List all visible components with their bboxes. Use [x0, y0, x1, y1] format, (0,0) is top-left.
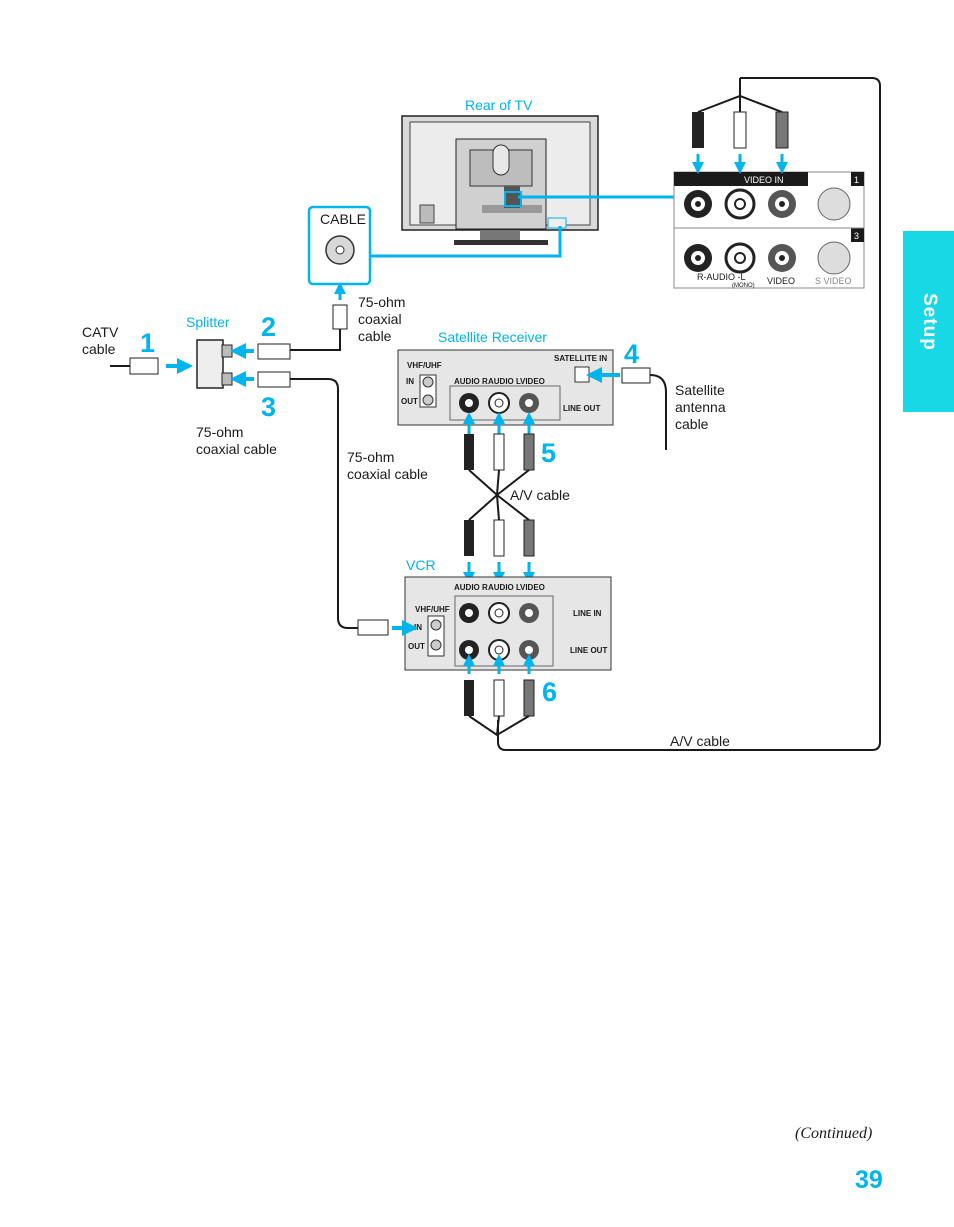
- satellite-receiver-label: Satellite Receiver: [438, 329, 547, 345]
- rear-of-tv-label: Rear of TV: [465, 97, 533, 113]
- setup-side-tab: Setup: [903, 231, 954, 412]
- sat-line-out-label: LINE OUT: [563, 404, 600, 413]
- page-number: 39: [855, 1166, 883, 1194]
- av-cable-mid-label: A/V cable: [510, 487, 570, 503]
- vcr-label: VCR: [406, 557, 436, 573]
- splitter-label: Splitter: [186, 314, 230, 330]
- vcr-line-in-label: LINE IN: [573, 609, 602, 618]
- tv-rear-illustration: [401, 115, 599, 245]
- vcr-video-label: VIDEO: [520, 583, 545, 592]
- setup-tab-label: Setup: [918, 292, 940, 351]
- tv-video-label: VIDEO: [767, 276, 795, 286]
- vcr-out-label: OUT: [408, 642, 425, 651]
- sat-audio-l-label: AUDIO L: [488, 377, 521, 386]
- sat-video-label: VIDEO: [520, 377, 545, 386]
- step-5: 5: [541, 438, 556, 468]
- continued-note: (Continued): [795, 1125, 873, 1142]
- sat-audio-r-label: AUDIO R: [454, 377, 488, 386]
- tv-av-plugs: [692, 78, 789, 174]
- vcr-vhf-uhf-label: VHF/UHF: [415, 605, 450, 614]
- av-cable-bottom-label: A/V cable: [670, 733, 730, 749]
- step-1: 1: [140, 328, 155, 358]
- av-cable-sat-vcr: [463, 412, 535, 584]
- tv-mono-label: (MONO): [732, 283, 755, 289]
- cable-jack-label: CABLE: [320, 211, 366, 227]
- av-cable-vcr-tv: [463, 654, 535, 737]
- sat-out-label: OUT: [401, 397, 418, 406]
- tv-video-in-label: VIDEO IN: [744, 175, 784, 185]
- tv-r-audio-l-label: R-AUDIO -L: [697, 272, 746, 282]
- tv-input-panel: [673, 171, 865, 289]
- splitter: [196, 339, 233, 389]
- tv-input-3-label: 3: [854, 231, 859, 241]
- step-6: 6: [542, 677, 557, 707]
- vcr-line-out-label: LINE OUT: [570, 646, 607, 655]
- tv-s-video-label: S VIDEO: [815, 276, 852, 286]
- vcr-audio-r-label: AUDIO R: [454, 583, 488, 592]
- sat-satellite-in-label: SATELLITE IN: [554, 354, 607, 363]
- vcr-in-label: IN: [414, 623, 422, 632]
- step-4: 4: [624, 339, 639, 369]
- step-3: 3: [261, 392, 276, 422]
- vcr-audio-l-label: AUDIO L: [488, 583, 521, 592]
- step-2: 2: [261, 312, 276, 342]
- satellite-receiver-panel: [397, 349, 614, 426]
- tv-input-1-label: 1: [854, 175, 859, 185]
- sat-vhf-uhf-label: VHF/UHF: [407, 361, 442, 370]
- sat-in-label: IN: [406, 377, 414, 386]
